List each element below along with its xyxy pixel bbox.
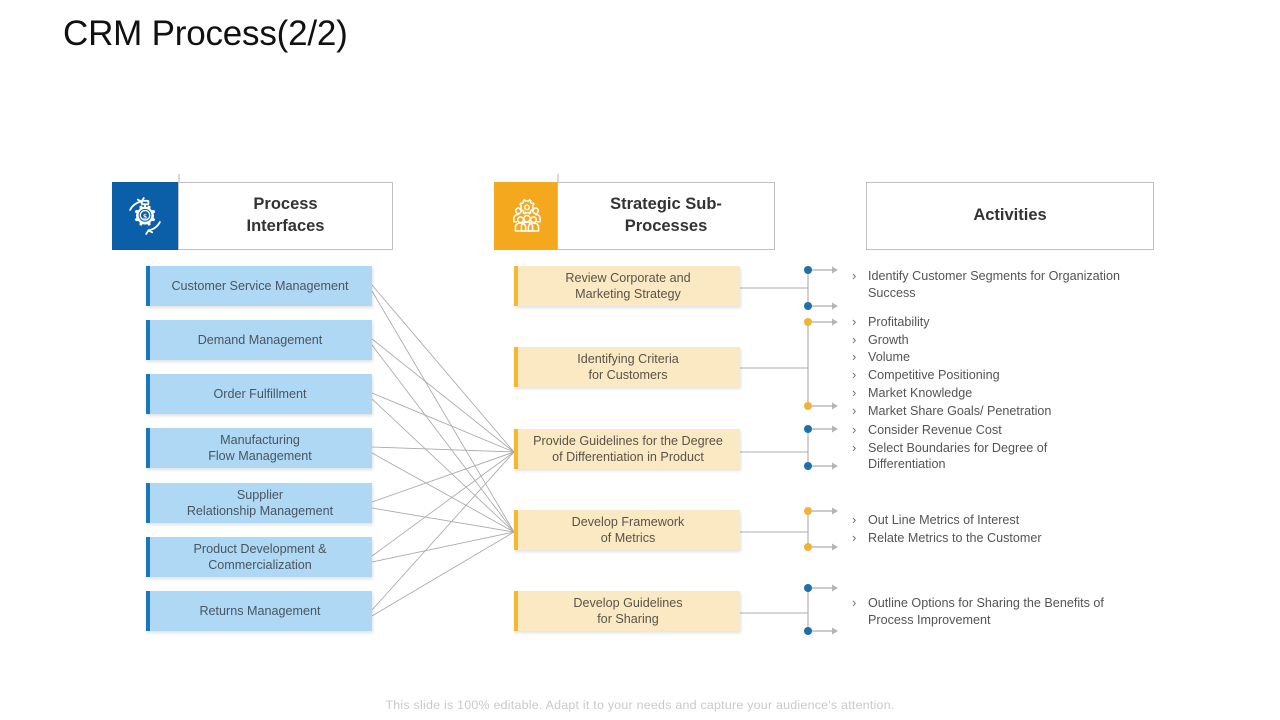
connector-dot bbox=[804, 462, 812, 470]
header-activities-label: Activities bbox=[973, 206, 1047, 225]
svg-text:$: $ bbox=[143, 212, 147, 221]
strategic-sub-process-card[interactable]: Develop Framework of Metrics bbox=[514, 510, 740, 550]
strategic-sub-process-label: Identifying Criteria for Customers bbox=[577, 351, 679, 382]
activity-item[interactable]: Growth bbox=[846, 331, 1146, 349]
header-strategic-sub-processes-label: Strategic Sub- Processes bbox=[610, 195, 722, 235]
process-interface-card[interactable]: Demand Management bbox=[146, 320, 372, 360]
process-interface-label: Product Development & Commercialization bbox=[193, 541, 327, 572]
process-interface-card[interactable]: Manufacturing Flow Management bbox=[146, 428, 372, 468]
connector-dot bbox=[804, 627, 812, 635]
connector-dot bbox=[804, 584, 812, 592]
process-interface-label: Order Fulfillment bbox=[213, 386, 307, 401]
activity-group-1: Identify Customer Segments for Organizat… bbox=[846, 267, 1146, 302]
activity-item[interactable]: Identify Customer Segments for Organizat… bbox=[846, 267, 1146, 301]
header-icon-strategic-sub-processes bbox=[494, 182, 560, 250]
activity-group-3: Consider Revenue Cost Select Boundaries … bbox=[846, 421, 1146, 474]
process-interface-label: Customer Service Management bbox=[171, 278, 349, 293]
activity-item[interactable]: Market Knowledge bbox=[846, 384, 1146, 402]
connector-dot bbox=[804, 302, 812, 310]
activity-item[interactable]: Profitability bbox=[846, 313, 1146, 331]
process-interface-label: Supplier Relationship Management bbox=[186, 487, 334, 518]
header-process-interfaces-label: Process Interfaces bbox=[246, 195, 325, 235]
strategic-sub-process-card[interactable]: Identifying Criteria for Customers bbox=[514, 347, 740, 387]
strategic-sub-process-card[interactable]: Review Corporate and Marketing Strategy bbox=[514, 266, 740, 306]
activity-item[interactable]: Competitive Positioning bbox=[846, 366, 1146, 384]
team-gear-icon bbox=[513, 199, 541, 232]
connector-dot bbox=[804, 402, 812, 410]
strategic-sub-process-label: Develop Guidelines for Sharing bbox=[573, 595, 683, 626]
connector-dot bbox=[804, 266, 812, 274]
process-interface-card[interactable]: Supplier Relationship Management bbox=[146, 483, 372, 523]
activity-item[interactable]: Market Share Goals/ Penetration bbox=[846, 402, 1146, 420]
header-process-interfaces: Process Interfaces bbox=[178, 182, 393, 250]
header-icon-process-interfaces: $ bbox=[112, 182, 178, 250]
activity-item[interactable]: Select Boundaries for Degree of Differen… bbox=[846, 439, 1146, 473]
process-interface-card[interactable]: Customer Service Management bbox=[146, 266, 372, 306]
footer-note: This slide is 100% editable. Adapt it to… bbox=[385, 698, 895, 712]
strategic-sub-process-label: Provide Guidelines for the Degree of Dif… bbox=[533, 433, 723, 464]
header-strategic-sub-processes: Strategic Sub- Processes bbox=[557, 182, 775, 250]
activity-item[interactable]: Consider Revenue Cost bbox=[846, 421, 1146, 439]
process-interface-label: Demand Management bbox=[197, 332, 323, 347]
activity-item[interactable]: Relate Metrics to the Customer bbox=[846, 529, 1146, 547]
connector-dot bbox=[804, 507, 812, 515]
activity-group-4: Out Line Metrics of Interest Relate Metr… bbox=[846, 511, 1146, 547]
strategic-sub-process-label: Review Corporate and Marketing Strategy bbox=[565, 270, 691, 301]
header-activities: Activities bbox=[866, 182, 1154, 250]
activity-item[interactable]: Out Line Metrics of Interest bbox=[846, 511, 1146, 529]
strategic-sub-process-card[interactable]: Provide Guidelines for the Degree of Dif… bbox=[514, 429, 740, 469]
strategic-sub-process-label: Develop Framework of Metrics bbox=[571, 514, 685, 545]
activity-item[interactable]: Volume bbox=[846, 348, 1146, 366]
connector-dot bbox=[804, 543, 812, 551]
activity-item[interactable]: Outline Options for Sharing the Benefits… bbox=[846, 594, 1146, 628]
connector-dot bbox=[804, 318, 812, 326]
strategic-sub-process-card[interactable]: Develop Guidelines for Sharing bbox=[514, 591, 740, 631]
activity-group-2: Profitability Growth Volume Competitive … bbox=[846, 313, 1146, 420]
gear-dollar-stopwatch-icon: $ bbox=[129, 197, 161, 235]
activity-group-5: Outline Options for Sharing the Benefits… bbox=[846, 594, 1146, 629]
connector-dot bbox=[804, 425, 812, 433]
page-title: CRM Process(2/2) bbox=[63, 14, 348, 53]
process-interface-card[interactable]: Order Fulfillment bbox=[146, 374, 372, 414]
process-interface-card[interactable]: Returns Management bbox=[146, 591, 372, 631]
process-interface-label: Manufacturing Flow Management bbox=[208, 432, 312, 463]
process-interface-label: Returns Management bbox=[199, 603, 321, 618]
process-interface-card[interactable]: Product Development & Commercialization bbox=[146, 537, 372, 577]
